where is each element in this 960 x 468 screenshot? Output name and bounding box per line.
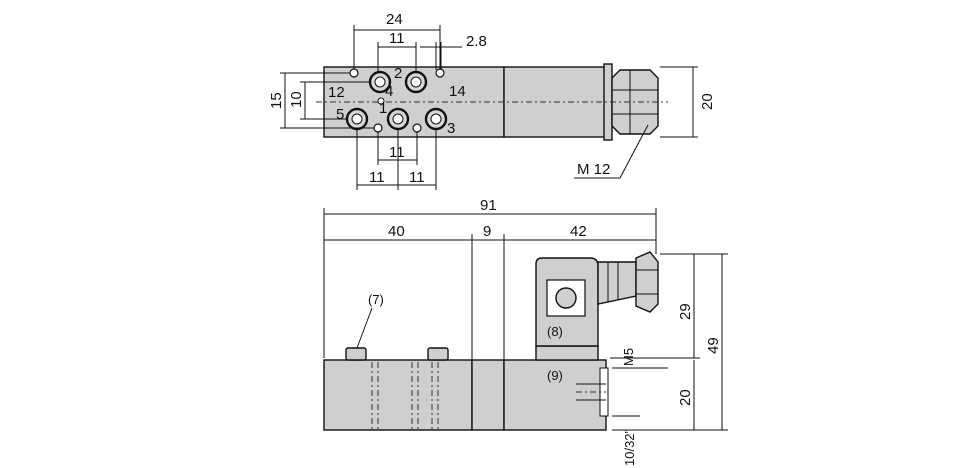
port-label-1: 1 [379, 100, 387, 117]
port-1 [386, 107, 410, 131]
side-valve-body [323, 359, 473, 431]
dim-10: 10 [288, 81, 370, 120]
callout-7: (7) [356, 292, 384, 349]
dim-29: 29 [610, 253, 728, 359]
thread-10-32: 10/32” [612, 415, 640, 466]
mount-hole-1 [349, 68, 359, 78]
dim-91: 91 [323, 197, 657, 358]
svg-text:29: 29 [677, 303, 694, 320]
svg-text:11: 11 [369, 169, 385, 186]
svg-text:20: 20 [699, 93, 716, 110]
svg-text:9: 9 [483, 223, 491, 240]
svg-text:40: 40 [388, 223, 405, 240]
port-4 [404, 70, 428, 94]
port-label-3: 3 [447, 120, 455, 137]
svg-text:91: 91 [480, 197, 497, 214]
callout-9: (9) [547, 368, 563, 383]
dim-11-top: 11 [377, 30, 417, 72]
dim-15: 15 [268, 72, 374, 129]
thread-callout-m12: M 12 [574, 124, 649, 179]
mount-hole-4 [412, 123, 422, 133]
cable-gland-nut [635, 251, 659, 313]
dim-24: 24 [353, 11, 441, 69]
coil-base [535, 345, 599, 361]
dim-49: 49 [612, 254, 728, 431]
dim-20-top: 20 [660, 66, 716, 138]
port-label-2: 2 [394, 65, 402, 82]
dim-11-11-bottom: 11 11 [356, 129, 437, 190]
thread-m5: M5 [612, 348, 668, 369]
svg-text:11: 11 [389, 144, 405, 161]
svg-text:24: 24 [386, 11, 403, 28]
svg-text:11: 11 [409, 169, 425, 186]
svg-text:(7): (7) [368, 292, 384, 307]
dim-20-side: 20 [677, 360, 695, 430]
svg-text:42: 42 [570, 223, 587, 240]
port-2 [368, 70, 392, 94]
svg-text:15: 15 [268, 92, 285, 109]
svg-text:10: 10 [288, 91, 305, 108]
port-3 [424, 107, 448, 131]
top-view: 2 4 12 14 5 1 3 24 11 2.8 [268, 11, 716, 190]
cable-gland [597, 261, 637, 305]
svg-text:11: 11 [389, 30, 405, 47]
callout-8: (8) [547, 324, 563, 339]
pilot-hole [377, 97, 385, 105]
port-5 [345, 107, 369, 131]
side-spacer-body [471, 359, 505, 431]
svg-text:M 12: M 12 [577, 161, 610, 178]
mount-hole-3 [373, 123, 383, 133]
port-label-14: 14 [449, 83, 466, 100]
port-label-4: 4 [385, 83, 393, 100]
svg-text:10/32”: 10/32” [622, 429, 637, 466]
svg-text:49: 49 [705, 337, 722, 354]
svg-text:2.8: 2.8 [466, 33, 487, 50]
side-solenoid-body [503, 359, 607, 431]
svg-text:M5: M5 [621, 348, 636, 366]
plug-screw [555, 287, 577, 309]
svg-text:20: 20 [677, 389, 694, 406]
port-label-5: 5 [336, 106, 344, 123]
dim-2-8: 2.8 [420, 33, 487, 70]
dim-40-9-42: 40 9 42 [324, 223, 656, 360]
side-view: (7) (8) (9) 91 40 9 42 29 [323, 197, 728, 466]
mount-hole-2 [435, 68, 445, 78]
mount-screw-right [427, 347, 449, 361]
mount-screw-left [345, 347, 367, 361]
port-label-12: 12 [328, 84, 345, 101]
